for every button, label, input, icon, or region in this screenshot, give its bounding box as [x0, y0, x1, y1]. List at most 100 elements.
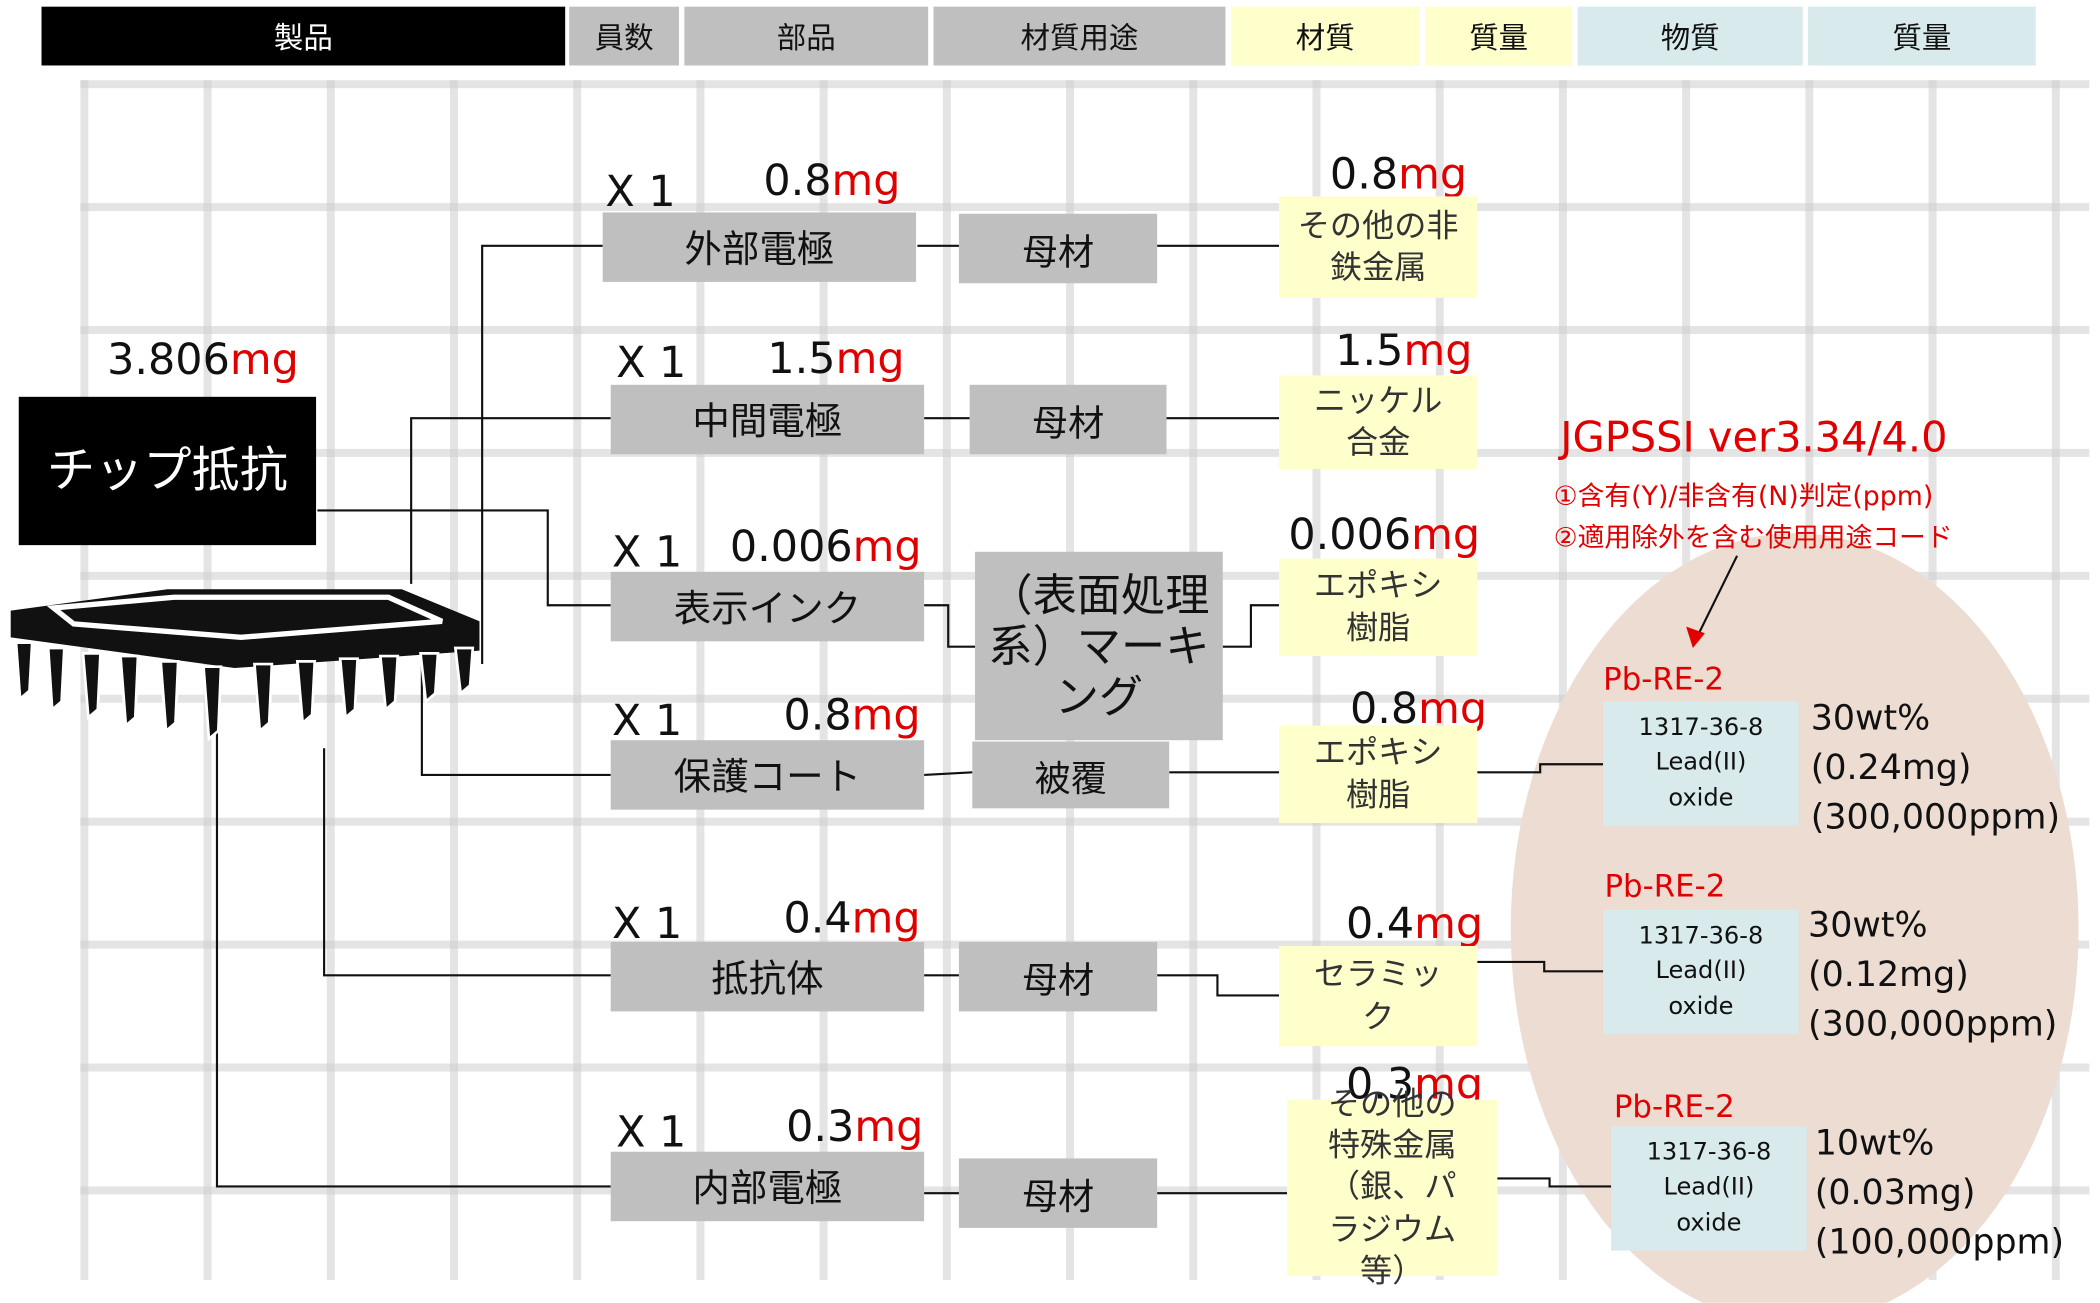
- part-qty: X 1: [616, 1106, 687, 1158]
- part-mass-value: 1.5: [767, 332, 836, 384]
- part-mass-value: 0.8: [783, 689, 852, 741]
- part-mass-unit: mg: [831, 154, 901, 206]
- use-code-label: Pb-RE-2: [1604, 869, 1726, 905]
- material-mass: 1.5mg: [1335, 325, 1472, 376]
- part-mass: 0.3mg: [786, 1101, 923, 1152]
- part-qty: X 1: [612, 526, 683, 578]
- material-box: セラミック: [1279, 945, 1478, 1047]
- part-mass: 0.4mg: [783, 893, 920, 944]
- part-box: 表示インク: [610, 571, 925, 642]
- part-mass: 1.5mg: [767, 333, 904, 384]
- substance-box: 1317-36-8 Lead(II) oxide: [1603, 701, 1799, 826]
- header-substance: 物質: [1577, 6, 1803, 66]
- use-code-label: Pb-RE-2: [1603, 662, 1724, 698]
- material-mass-unit: mg: [1411, 509, 1481, 560]
- connector-line: [481, 244, 603, 665]
- substance-wt: 30wt%: [1810, 698, 1931, 739]
- substance-box: 1317-36-8 Lead(II) oxide: [1603, 909, 1799, 1035]
- header-substance-mass: 質量: [1808, 6, 2036, 66]
- chip-pin: [378, 654, 400, 713]
- substance-ppm: (300,000ppm): [1808, 1004, 2058, 1045]
- substance-mass: (0.12mg): [1808, 955, 1969, 996]
- connector-line: [215, 728, 611, 1188]
- chip-pin: [419, 652, 440, 705]
- product-mass-unit: mg: [229, 334, 299, 385]
- product-mass-value: 3.806: [107, 334, 230, 385]
- part-box: 内部電極: [610, 1151, 925, 1222]
- part-mass-unit: mg: [851, 689, 921, 741]
- product-label: チップ抵抗: [18, 396, 317, 546]
- connector-line: [410, 417, 611, 584]
- part-mass-value: 0.4: [783, 892, 852, 944]
- connector-line: [323, 748, 611, 977]
- chip-pin: [81, 652, 102, 721]
- chip-pin: [46, 646, 66, 713]
- part-mass-unit: mg: [852, 521, 922, 572]
- part-qty: X 1: [616, 336, 687, 388]
- use-box: 母材: [969, 384, 1167, 455]
- connector-line: [1157, 974, 1280, 997]
- chip-pin: [295, 660, 317, 726]
- part-mass: 0.8mg: [763, 155, 900, 206]
- pointer-arrow-line: [1697, 555, 1739, 636]
- material-box: ニッケル合金: [1279, 375, 1478, 469]
- material-mass: 0.8mg: [1350, 683, 1487, 734]
- material-mass-value: 0.006: [1288, 509, 1412, 560]
- jgpssi-title: JGPSSI ver3.34/4.0: [1560, 414, 1948, 463]
- connector-line: [1486, 1177, 1612, 1188]
- material-box: その他の特殊金属（銀、パラジウム等）: [1287, 1085, 1498, 1289]
- chip-pin: [202, 665, 223, 742]
- chip-top: [46, 594, 444, 641]
- substance-concentration: 30wt%(0.24mg)(300,000ppm): [1811, 695, 2060, 843]
- substance-concentration: 10wt%(0.03mg)(100,000ppm): [1815, 1120, 2064, 1268]
- substance-mass: (0.24mg): [1810, 748, 1972, 789]
- part-box: 中間電極: [610, 384, 925, 455]
- chip-pin: [14, 641, 34, 702]
- material-mass-value: 0.8: [1329, 148, 1399, 200]
- material-box: エポキシ樹脂: [1279, 725, 1478, 824]
- part-mass-unit: mg: [854, 1100, 924, 1152]
- substance-mass: (0.03mg): [1814, 1173, 1976, 1214]
- cas-number: 1317-36-8: [1646, 1138, 1772, 1167]
- connector-line: [420, 641, 611, 777]
- substance-box: 1317-36-8 Lead(II) oxide: [1611, 1126, 1807, 1251]
- connector-line: [1477, 763, 1604, 774]
- connector-line: [1477, 960, 1604, 973]
- material-mass-value: 1.5: [1335, 324, 1404, 376]
- connector-line: [924, 771, 973, 777]
- substance-name: Lead(II) oxide: [1663, 1173, 1755, 1237]
- material-mass: 0.8mg: [1330, 148, 1467, 199]
- part-qty: X 1: [612, 694, 683, 746]
- part-mass-unit: mg: [835, 332, 905, 384]
- product-mass: 3.806mg: [107, 334, 299, 385]
- use-box: 被覆: [972, 741, 1170, 809]
- substance-wt: 30wt%: [1808, 905, 1928, 946]
- chip-resistor-icon: [10, 589, 480, 742]
- part-mass: 0.006mg: [730, 521, 922, 572]
- material-mass-unit: mg: [1418, 682, 1488, 734]
- material-mass: 0.4mg: [1346, 898, 1483, 949]
- use-box: 母材: [958, 941, 1158, 1012]
- chip-pin: [453, 646, 475, 697]
- chip-pin: [338, 657, 360, 721]
- part-mass-value: 0.006: [729, 521, 853, 572]
- jgpssi-note-2: ②適用除外を含む使用用途コード: [1553, 521, 1953, 554]
- header-count: 員数: [569, 6, 680, 66]
- header-product: 製品: [41, 6, 566, 66]
- jgpssi-note-1: ①含有(Y)/非含有(N)判定(ppm): [1553, 479, 1934, 512]
- cas-number: 1317-36-8: [1638, 922, 1764, 951]
- header-material-use: 材質用途: [933, 6, 1226, 66]
- material-box: エポキシ樹脂: [1279, 558, 1478, 657]
- pointer-arrow-head: [1686, 626, 1705, 649]
- chip-pin: [253, 662, 274, 734]
- use-box: 母材: [958, 213, 1158, 284]
- substance-name: Lead(II) oxide: [1655, 957, 1747, 1021]
- material-mass-unit: mg: [1403, 324, 1473, 376]
- part-mass-value: 0.3: [786, 1100, 855, 1152]
- material-mass-value: 0.4: [1345, 897, 1415, 949]
- material-mass: 0.006mg: [1288, 509, 1480, 560]
- substance-ppm: (100,000ppm): [1814, 1222, 2065, 1263]
- header-material-mass: 質量: [1425, 6, 1573, 66]
